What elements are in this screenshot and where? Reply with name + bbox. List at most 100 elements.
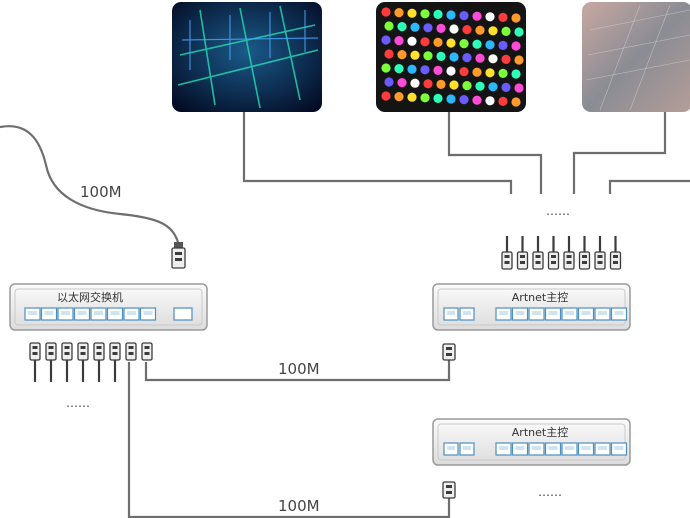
- led-dot: [433, 93, 443, 103]
- led-dot: [514, 55, 524, 65]
- led-dot: [410, 50, 420, 60]
- led-dot: [384, 77, 394, 87]
- led-dot: [423, 23, 433, 33]
- rj45-plug-icon: [594, 236, 606, 270]
- led-dot: [459, 11, 469, 21]
- led-dot: [397, 50, 407, 60]
- led-dot: [459, 67, 469, 77]
- led-dot: [433, 65, 443, 75]
- rj45-plug-icon: [93, 342, 105, 382]
- led-dot: [488, 26, 498, 36]
- led-dot: [488, 82, 498, 92]
- controller1-ports: [443, 307, 628, 321]
- led-dot: [498, 40, 508, 51]
- led-dot: [381, 7, 391, 17]
- led-dot: [459, 39, 469, 49]
- led-dot: [381, 63, 391, 73]
- led-dot: [511, 41, 521, 51]
- switch-uplink-port: [173, 307, 193, 321]
- led-dot: [407, 92, 417, 102]
- led-dot: [410, 78, 420, 88]
- controller-bottom-ellipsis: ……: [538, 485, 562, 499]
- controller1-link-speed-label: 100M: [278, 360, 320, 378]
- led-dot: [511, 97, 521, 107]
- led-dot: [436, 51, 446, 62]
- controller-top-ellipsis: ……: [546, 204, 570, 218]
- link-switch-controller2: [127, 362, 451, 518]
- led-dot: [384, 49, 394, 59]
- rj45-plug-icon: [109, 342, 121, 382]
- led-dot: [384, 21, 394, 31]
- controller1-label: Artnet主控: [512, 290, 568, 304]
- ethernet-switch: 以太网交换机: [9, 283, 208, 331]
- led-dot: [397, 78, 407, 88]
- rj45-plug-icon: [532, 236, 544, 270]
- photo2-wire: [447, 112, 543, 194]
- led-dot: [410, 22, 420, 32]
- switch-ports: [24, 307, 157, 321]
- led-dot: [462, 81, 472, 91]
- led-dot: [462, 53, 472, 63]
- controller1-input-plug-icon: [442, 343, 456, 361]
- led-dot: [436, 23, 446, 33]
- led-dot: [446, 38, 456, 48]
- uplink-cable: [0, 125, 180, 243]
- rj45-plug-icon: [141, 342, 153, 361]
- led-dot: [381, 35, 391, 45]
- rj45-plug-icon: [578, 236, 591, 270]
- led-dot: [436, 79, 446, 89]
- led-dot: [459, 95, 469, 105]
- led-dot: [381, 91, 391, 101]
- led-dot: [472, 67, 482, 77]
- artnet-controller-1: Artnet主控: [432, 283, 631, 331]
- led-dot: [420, 65, 430, 75]
- photo3-wire-b: [608, 179, 690, 194]
- led-dot: [423, 51, 433, 61]
- led-dot: [433, 9, 443, 19]
- led-dot: [485, 12, 495, 22]
- rj45-plug-icon: [609, 236, 622, 270]
- led-dot: [511, 69, 521, 79]
- led-dot: [472, 95, 482, 105]
- controller2-label: Artnet主控: [512, 425, 568, 439]
- led-dot: [498, 96, 508, 106]
- led-dot: [501, 82, 511, 92]
- led-dot: [407, 64, 417, 74]
- led-dot: [394, 36, 404, 46]
- led-dot: [446, 10, 456, 20]
- photo3-wire-a: [572, 112, 667, 194]
- led-dot: [485, 68, 495, 78]
- led-dot: [394, 64, 404, 74]
- led-dot: [475, 53, 485, 63]
- rgb-pixel-dots-photo: [376, 2, 526, 112]
- rj45-plug-icon: [547, 236, 560, 270]
- rj45-plug-icon: [516, 236, 529, 270]
- led-dot: [420, 37, 430, 47]
- led-dot: [423, 79, 433, 89]
- led-grid-photo-blue: [172, 2, 322, 112]
- uplink-plug-icon: [171, 242, 186, 269]
- switch-label: 以太网交换机: [57, 290, 123, 304]
- rj45-plug-icon: [501, 236, 513, 270]
- rj45-plug-icon: [61, 342, 73, 382]
- led-dot: [475, 81, 485, 91]
- led-floor-photo: [582, 2, 690, 112]
- led-dot: [449, 24, 459, 34]
- led-dot: [446, 66, 456, 76]
- led-dot: [514, 27, 524, 37]
- controller2-link-speed-label: 100M: [278, 497, 320, 515]
- led-dot: [449, 80, 459, 90]
- led-dot: [472, 11, 482, 21]
- led-dot: [394, 8, 404, 18]
- rj45-plug-icon: [45, 342, 57, 382]
- photo1-wire: [242, 112, 513, 194]
- controller2-ports: [443, 442, 628, 456]
- led-dot: [397, 22, 407, 32]
- led-dot: [420, 9, 430, 19]
- led-dot: [449, 52, 459, 62]
- led-dot: [394, 92, 404, 102]
- switch-cables-ellipsis: ……: [66, 396, 90, 410]
- artnet-controller-2: Artnet主控: [432, 418, 631, 466]
- switch-output-plugs: [29, 342, 153, 382]
- led-dot: [488, 54, 498, 64]
